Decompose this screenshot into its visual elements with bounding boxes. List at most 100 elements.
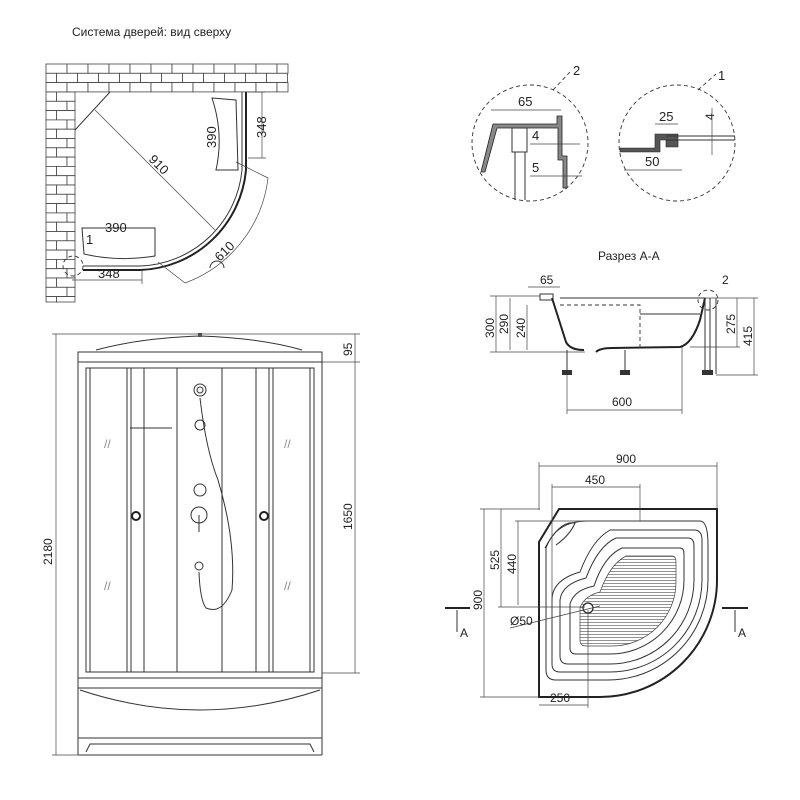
detail-2-marker [697,289,719,311]
corner-chamfer [74,91,111,131]
shower-hose [198,397,234,610]
tray-step-2 [559,537,695,665]
brick [45,82,68,93]
diagonal-dim-line [94,109,216,231]
brick [45,231,68,242]
front-total-height: 2180 [41,538,55,565]
right-panel [211,97,239,171]
glass-reflection-icon: // [284,437,291,451]
brick [119,72,141,84]
brick [182,72,204,84]
door-arc-label: 610 [212,238,238,264]
section-span: 600 [612,395,632,409]
brick [45,119,68,130]
brick [171,82,194,93]
brick [150,63,173,74]
brick [66,286,76,297]
brick [192,63,215,74]
arc-ext-line [157,261,186,284]
tray-plan: 900 450 900 525 440 Ø50 250 A A [445,452,748,708]
tray-outline [538,508,718,698]
brick [45,110,57,121]
brick [45,184,57,195]
foot-icon [562,370,572,375]
glass-reflection-icon: // [104,579,111,593]
brick [56,184,76,195]
left-panel-depth: 348 [98,266,120,281]
tub-left-wall [551,297,585,351]
arc-symbol-icon [209,260,225,269]
leader-line [552,71,571,91]
detail-2-callout: 2 [573,63,580,78]
brick-wall [45,63,289,303]
left-panel [81,227,156,260]
brick [45,63,68,74]
brick [45,193,68,205]
door-arc-inner [83,92,243,267]
tub-bottom [595,297,706,353]
brick [66,82,89,93]
brick [45,249,68,260]
brick [108,63,131,74]
profile-section [619,133,679,153]
brick [87,82,110,93]
hidden-contour [560,304,641,348]
tray-step-1 [551,529,703,673]
brick [56,91,76,102]
roof-vent-icon [198,333,202,337]
brick [56,277,76,288]
brick [56,203,76,214]
brick [66,100,76,112]
brick [45,138,68,149]
brick [255,82,278,93]
diverter-icon [193,483,207,497]
brick [45,156,68,167]
brick [140,72,162,84]
detail-2-gap-lower: 5 [532,160,539,175]
overhead-shower-inner [196,386,204,394]
brick [276,63,289,74]
arc-ext-line [235,161,269,179]
detail-2-circle [471,84,589,202]
section-mark-right: A [738,626,746,640]
brick [171,63,194,74]
brick [234,63,257,74]
brick [161,72,183,84]
brick [56,296,76,303]
brick [56,128,76,139]
brick [45,100,68,112]
brick [66,193,76,205]
brick [66,249,76,260]
base-rim [77,677,323,689]
brick [224,72,246,84]
brick [45,165,57,177]
brick [66,268,76,279]
front-view: // // // // 2180 95 1650 [41,333,360,756]
detail-2: 2 65 4 5 [471,63,589,202]
tray-inner-width: 450 [585,473,605,487]
detail-2-gap-upper: 4 [532,128,539,143]
right-door-handle [259,511,269,521]
glass-area [85,367,315,673]
brick [45,240,57,251]
brick [150,82,173,93]
brick [66,63,89,74]
hand-shower-icon [194,561,204,571]
brick [213,63,236,74]
brick [56,221,76,232]
base-apron [79,689,321,711]
brick [66,156,76,167]
brick [45,277,57,288]
detail-1-circle [618,84,736,202]
tray-depth: 900 [471,590,485,610]
tray-drain: Ø50 [510,614,533,628]
brick [98,72,120,84]
detail-2-width: 65 [518,94,532,109]
detail-1-callout: 1 [718,68,725,83]
callout-1: 1 [86,232,93,247]
section-h415: 415 [741,326,755,346]
brick [108,82,131,93]
brick [77,72,99,84]
brick [276,82,289,93]
